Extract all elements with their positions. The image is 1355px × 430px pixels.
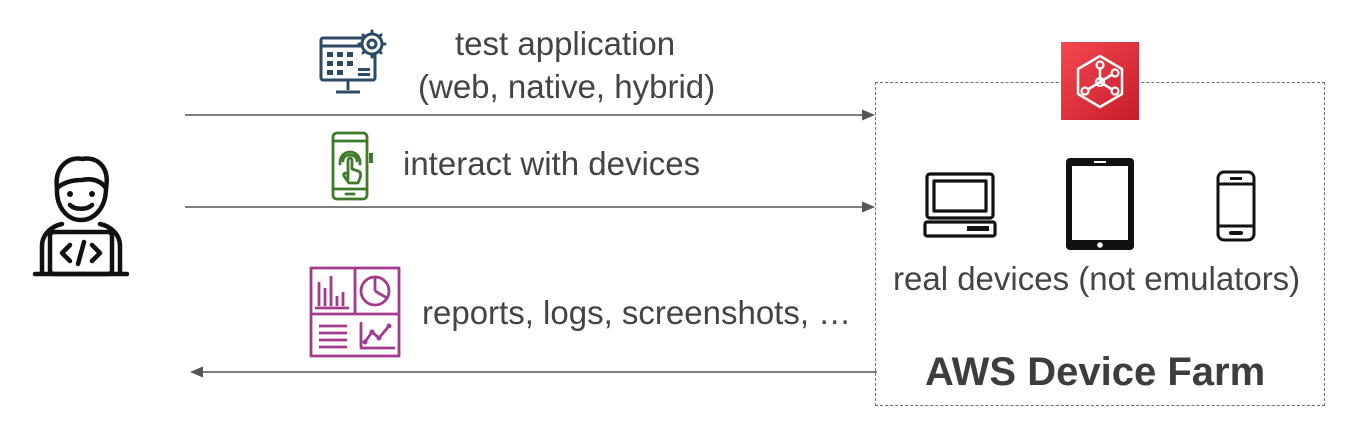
tablet-icon: [1066, 158, 1134, 250]
reports-return-arrow: [190, 366, 877, 378]
test-application-label: test application: [455, 25, 676, 62]
mobile-touch-icon: [331, 131, 373, 201]
application-settings-icon: [319, 29, 387, 94]
test-application-arrow: [185, 109, 875, 121]
reports-dashboard-icon: [309, 266, 401, 358]
interact-arrow: [185, 201, 875, 213]
reports-logs-label: reports, logs, screenshots, …: [422, 294, 852, 331]
developer-laptop-icon: [32, 156, 130, 277]
interact-with-devices-label: interact with devices: [403, 145, 701, 182]
test-application-types-label: (web, native, hybrid): [418, 68, 716, 105]
phone-icon: [1216, 170, 1256, 242]
laptop-icon: [923, 172, 997, 238]
aws-device-farm-title: AWS Device Farm: [925, 350, 1266, 394]
real-devices-caption: real devices (not emulators): [893, 260, 1301, 297]
aws-device-farm-icon: [1061, 42, 1139, 120]
